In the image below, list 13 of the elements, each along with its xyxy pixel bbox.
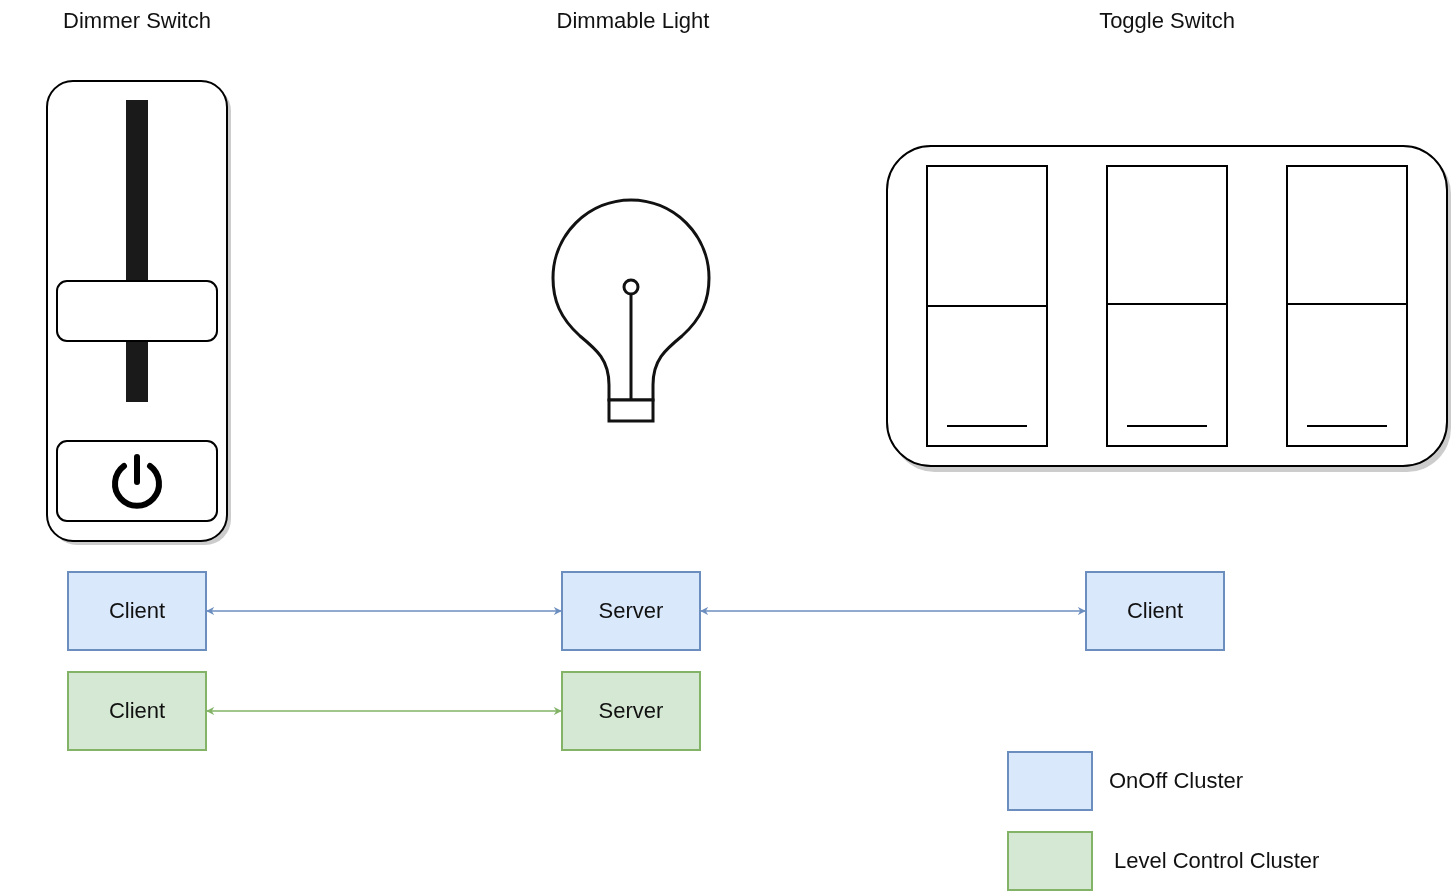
device-title: Dimmable Light: [556, 8, 710, 34]
device-title: Toggle Switch: [1099, 8, 1235, 34]
process-box: Client: [67, 571, 207, 651]
process-box: Server: [561, 571, 701, 651]
device-title: Dimmer Switch: [63, 8, 211, 34]
process-box: Client: [67, 671, 207, 751]
process-box: Client: [1085, 571, 1225, 651]
legend-label: Level Control Cluster: [1114, 848, 1320, 874]
process-box: Server: [561, 671, 701, 751]
arrow: [206, 707, 562, 715]
arrow: [700, 607, 1086, 615]
arrow: [206, 607, 562, 615]
legend-label: OnOff Cluster: [1109, 768, 1244, 794]
